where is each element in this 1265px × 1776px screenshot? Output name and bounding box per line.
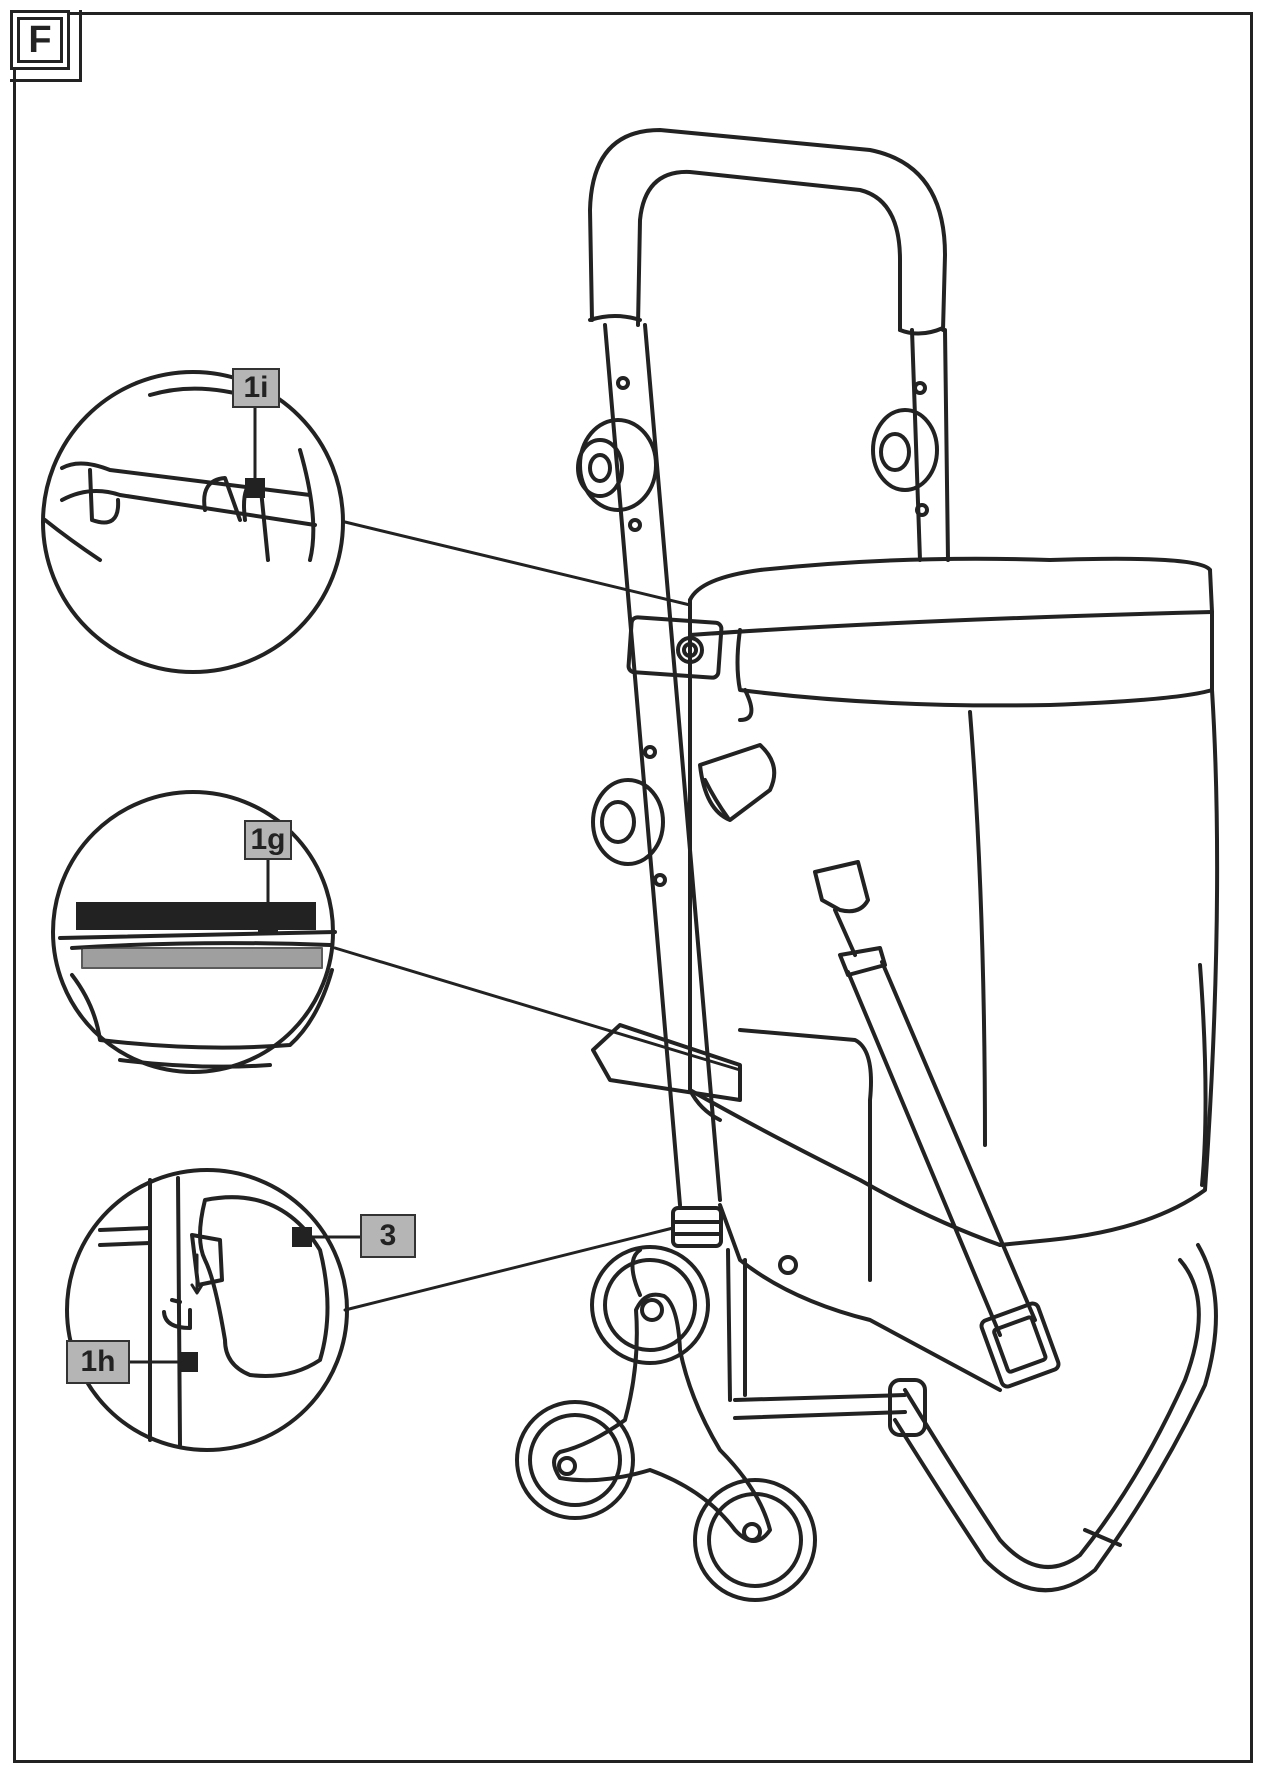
knob-upper-right [871, 408, 939, 492]
detail-circle-1g [51, 790, 742, 1074]
callout-label-1i: 1i [232, 368, 280, 408]
knob-upper-left [576, 418, 658, 512]
base-frame [726, 1243, 1218, 1593]
lower-panel [591, 1023, 1002, 1392]
bag-hook [698, 743, 777, 822]
callout-leaders [126, 398, 362, 1372]
tri-wheel [515, 1245, 817, 1602]
figure-tag: F [10, 10, 82, 82]
detail-circle-3-1h [65, 1168, 675, 1452]
axle-clip [671, 1206, 723, 1248]
bag-clip [626, 615, 724, 680]
callout-label-1g: 1g [244, 820, 292, 860]
bag [688, 556, 1220, 1247]
right-frame-rail [910, 328, 950, 562]
detail-circle-1i [41, 370, 692, 674]
shoulder-strap [813, 860, 1061, 1389]
figure-frame [13, 12, 1253, 1763]
callout-label-3: 3 [360, 1214, 416, 1258]
knob-lower-left [591, 778, 665, 866]
callout-label-1h: 1h [66, 1340, 130, 1384]
handle [588, 128, 947, 336]
figure-tag-letter: F [17, 17, 63, 63]
